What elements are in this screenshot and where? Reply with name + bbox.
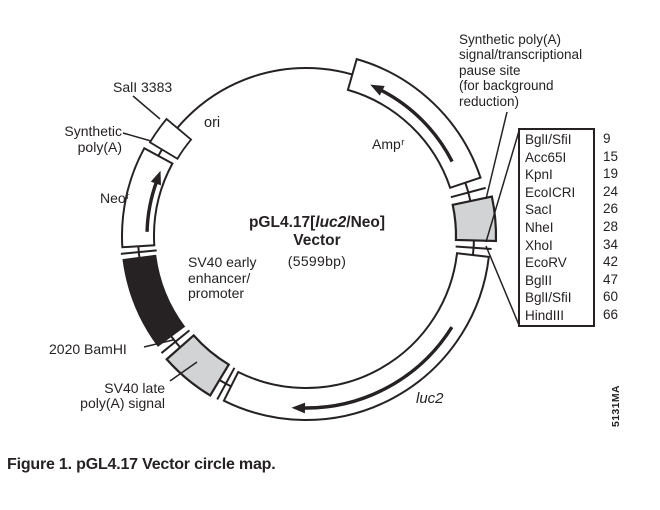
figure-caption: Figure 1. pGL4.17 Vector circle map.: [7, 456, 276, 473]
synthetic-polya-band: [148, 117, 193, 160]
vector-size: (5599bp): [287, 253, 347, 269]
enzyme-name: NheI: [525, 219, 554, 235]
vector-title-line2: Vector: [293, 232, 341, 249]
pause-site-pointer: [485, 111, 508, 200]
luc2-band: [222, 252, 490, 421]
amp-label-text: Amp: [372, 136, 401, 152]
sv40-late-polya-band: [165, 333, 231, 397]
enzyme-position: 42: [603, 254, 619, 270]
black-neo-gap-tick: [120, 249, 157, 255]
enzyme-name: HindIII: [525, 307, 565, 323]
ori-label: ori: [204, 115, 221, 131]
pause-site-label: Synthetic poly(A) signal/transcriptional…: [459, 32, 583, 109]
enzyme-position: 34: [603, 236, 619, 252]
enzyme-name: BglI/SfiI: [525, 290, 572, 306]
sv40-late-pointer: [169, 361, 198, 382]
mcs-tick: [455, 245, 492, 250]
neo-arrow-head: [150, 170, 161, 186]
enzyme-position: 28: [603, 218, 619, 234]
title-gene-italic: luc2: [315, 214, 347, 231]
enzyme-name: Acc65I: [525, 149, 567, 165]
vector-title: pGL4.17[luc2/Neo] Vector (5599bp): [237, 214, 397, 270]
sal-pointer: [132, 95, 161, 120]
amp-arrow-shaft: [379, 88, 454, 163]
neo-gene-label: Neor: [100, 190, 130, 209]
sal-site-label: SalI 3383: [113, 79, 173, 95]
enzyme-position: 15: [603, 148, 619, 164]
figure-part-number: 5131MA: [610, 384, 622, 428]
enzyme-name: BglI/SfiI: [525, 132, 572, 147]
sv40-early-label: SV40 early enhancer/ promoter: [188, 254, 257, 302]
enzyme-name: EcoRV: [525, 255, 567, 271]
pause-site-band: [451, 195, 498, 243]
enzyme-position: 9: [603, 131, 611, 146]
sv40-late-label: SV40 late poly(A) signal: [80, 380, 165, 412]
synthetic-polya-pointer: [122, 132, 152, 142]
bamhi-pointer: [143, 339, 174, 348]
luc2-gap-tick: [216, 367, 236, 400]
neo-superscript: r: [126, 190, 130, 202]
neo-label-text: Neo: [100, 190, 126, 206]
enzyme-name: SacI: [525, 202, 553, 218]
luc2-gene-label: luc2: [416, 390, 444, 407]
enzyme-position: 47: [603, 271, 619, 287]
mcs-fan-top: [485, 130, 520, 243]
amp-mcs-gap-tick: [450, 186, 486, 199]
enzyme-position: 19: [603, 166, 619, 182]
enzyme-position: 66: [603, 306, 619, 322]
bamhi-tick: [160, 329, 191, 354]
amp-gene-label: Ampr: [372, 136, 405, 155]
vector-title-line1: pGL4.17[luc2/Neo]: [237, 214, 397, 232]
enzyme-name: KpnI: [525, 167, 553, 183]
title-suffix: /Neo]: [346, 214, 386, 231]
amp-arrow-head: [370, 84, 385, 96]
enzyme-name: EcoICRI: [525, 184, 576, 200]
title-prefix: pGL4.17[: [248, 214, 316, 231]
bamhi-site-label: 2020 BamHI: [49, 341, 127, 357]
luc2-arrow-shaft: [302, 326, 454, 410]
luc2-arrow-head: [291, 402, 306, 414]
enzyme-position: 60: [603, 289, 619, 305]
enzyme-position: 24: [603, 183, 619, 199]
amp-superscript: r: [401, 136, 405, 148]
sv40-early-enhancer-band: [122, 254, 186, 347]
enzyme-name: BglII: [525, 272, 553, 288]
synthetic-polya-label: Synthetic poly(A): [64, 123, 122, 155]
neo-r-band: [121, 146, 174, 249]
enzyme-position: 26: [603, 201, 619, 217]
mcs-fan-bottom: [485, 245, 520, 326]
enzyme-name: XhoI: [525, 237, 553, 253]
